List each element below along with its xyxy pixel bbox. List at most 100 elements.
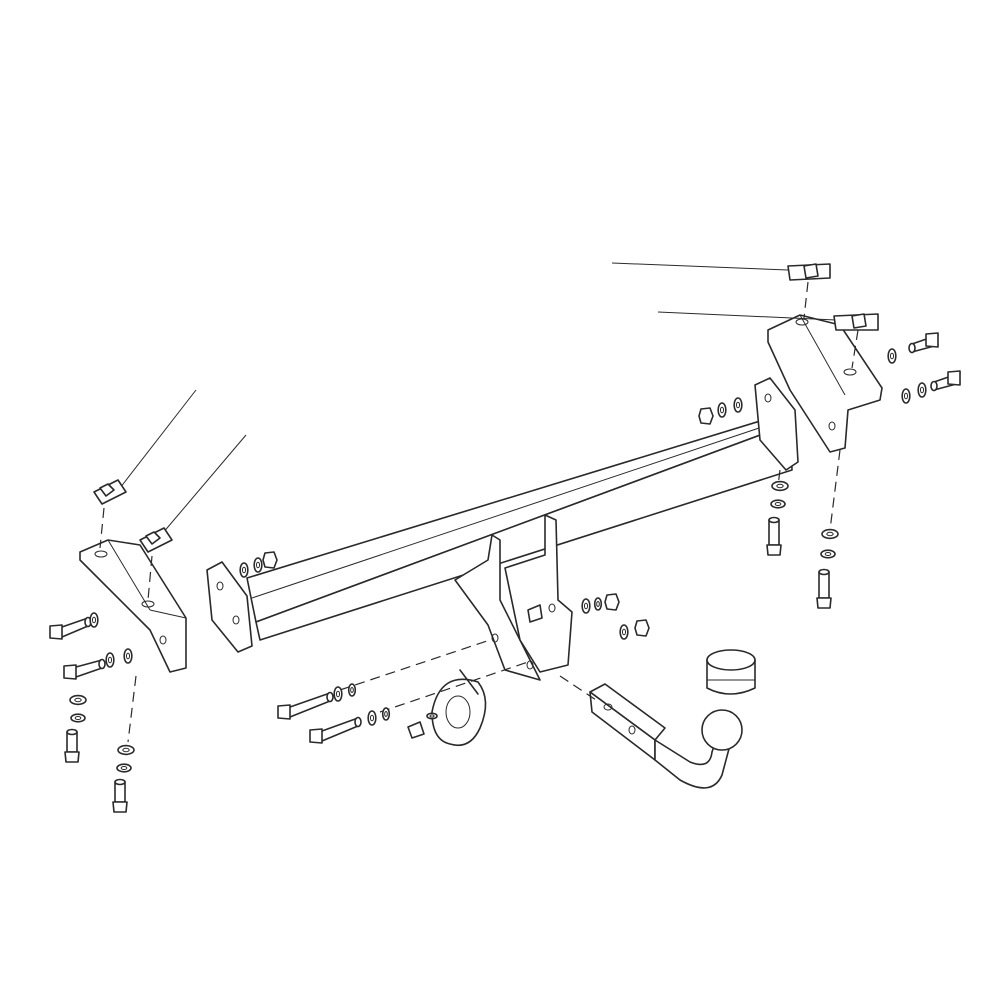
socket-plate-center-hole xyxy=(445,695,471,729)
long-bolt-1-head xyxy=(277,704,291,720)
bolt-right-2-head xyxy=(947,370,961,386)
washer-right-2b-hole xyxy=(919,386,925,394)
washer-long-1b-hole xyxy=(350,687,354,693)
guide-2 xyxy=(147,555,153,601)
washer-center-1-hole xyxy=(583,602,589,610)
bolt-left-v1-head xyxy=(64,751,80,763)
bolt-right-v2-head xyxy=(816,597,832,609)
guide-5 xyxy=(339,639,491,691)
nut-left-1 xyxy=(99,483,115,497)
socket-plate-arm xyxy=(459,669,479,695)
socket-bolt-head xyxy=(407,721,425,739)
guide-7 xyxy=(559,675,597,701)
guide-1 xyxy=(99,507,105,549)
crossbar-front-face xyxy=(255,423,793,641)
center-hole-3 xyxy=(548,603,556,613)
washer-left-2a-hole xyxy=(107,656,113,664)
tow-ball-cap-top xyxy=(706,649,756,671)
nut-center-2 xyxy=(634,619,650,637)
washer-center-1 xyxy=(581,598,591,614)
left-bracket-hole-2 xyxy=(141,600,155,608)
right-bracket-hole-3 xyxy=(828,421,836,431)
washer-long-1a-hole xyxy=(335,690,341,698)
crossbar-edge-line xyxy=(251,420,781,599)
bolt-left-v1-tip xyxy=(66,728,78,736)
washer-right-1a xyxy=(887,348,897,364)
bolt-right-1-tip xyxy=(908,342,916,354)
left-bracket-hole-1 xyxy=(94,550,108,558)
washer-right-2a xyxy=(901,388,911,404)
guide-4 xyxy=(851,329,859,369)
long-bolt-2-tip xyxy=(354,716,362,728)
washer-cross-right-1-hole xyxy=(719,406,725,414)
left-bracket-fold xyxy=(107,539,151,611)
washer-socket xyxy=(426,712,438,720)
long-bolt-1-shank-top xyxy=(289,692,331,708)
guide-9 xyxy=(829,449,841,531)
washer-cross-left-2 xyxy=(253,557,263,573)
long-bolt-1-tip xyxy=(326,691,334,703)
right-bracket-body xyxy=(767,314,883,453)
washer-socket-hole xyxy=(429,714,435,718)
guide-10 xyxy=(777,469,781,487)
fish-wires xyxy=(93,262,879,553)
left-bracket-hole-3 xyxy=(159,635,167,645)
guide-8 xyxy=(127,675,137,743)
nut-right-1 xyxy=(803,263,819,279)
left-bracket-body xyxy=(79,539,187,673)
bolt-left-2-head xyxy=(63,664,77,680)
washer-left-v1b-hole xyxy=(74,715,82,721)
guide-3 xyxy=(803,281,809,319)
nut-left-2 xyxy=(145,531,161,545)
washer-left-1a xyxy=(89,612,99,628)
fish-wire-left-2 xyxy=(161,434,247,535)
washer-center-2 xyxy=(593,597,603,611)
washer-left-2b-hole xyxy=(125,652,131,660)
washer-long-2b xyxy=(381,707,391,721)
center-bracket-edge xyxy=(504,567,521,641)
bolt-left-2-tip xyxy=(98,658,106,670)
long-bolt-1-shank-bottom xyxy=(289,700,331,718)
assembly-guides xyxy=(99,281,859,743)
right-mounting-bracket xyxy=(767,314,883,453)
guide-6 xyxy=(379,661,529,713)
washer-cross-right-1 xyxy=(717,402,727,418)
long-bolt-2-head xyxy=(309,728,323,744)
tow-ball xyxy=(701,709,743,751)
washer-left-v1a-hole xyxy=(74,697,82,703)
washer-left-2a xyxy=(105,652,115,668)
washer-cross-right-2 xyxy=(733,397,743,413)
electrical-socket-plate xyxy=(407,669,487,747)
hardware-group xyxy=(49,332,961,813)
left-bracket-fold-2 xyxy=(149,609,187,619)
nut-cross-left xyxy=(262,551,278,569)
washer-right-v1a-hole xyxy=(776,483,784,489)
center-bracket-right-plate xyxy=(504,514,573,673)
bolt-right-2-tip xyxy=(930,380,938,392)
fish-wire-left-1 xyxy=(119,389,197,489)
left-plate-hole-top xyxy=(216,581,224,591)
tow-ball-neck xyxy=(589,683,743,789)
washer-long-2a xyxy=(367,710,377,726)
center-hole-2 xyxy=(526,660,534,670)
bolt-left-v2-head xyxy=(112,801,128,813)
left-mounting-bracket xyxy=(79,539,187,673)
washer-long-2a-hole xyxy=(369,714,375,722)
bolt-right-v2-shank xyxy=(818,571,830,599)
washer-long-1b xyxy=(347,683,357,697)
washer-long-2b-hole xyxy=(384,711,388,717)
long-bolt-2-shank-bottom xyxy=(321,725,359,742)
washer-long-1a xyxy=(333,686,343,702)
washer-right-2a-hole xyxy=(903,392,909,400)
washer-cross-left-1-hole xyxy=(241,566,247,574)
long-bolt-2-shank-top xyxy=(321,717,359,732)
tow-neck-hole-2 xyxy=(628,725,636,735)
washer-left-v2a-hole xyxy=(122,747,130,753)
washer-center-2-hole xyxy=(596,601,600,607)
washer-left-v2a xyxy=(117,744,135,756)
tow-ball-cap xyxy=(706,649,756,695)
washer-right-v1a xyxy=(771,480,789,492)
washer-left-2b xyxy=(123,648,133,664)
